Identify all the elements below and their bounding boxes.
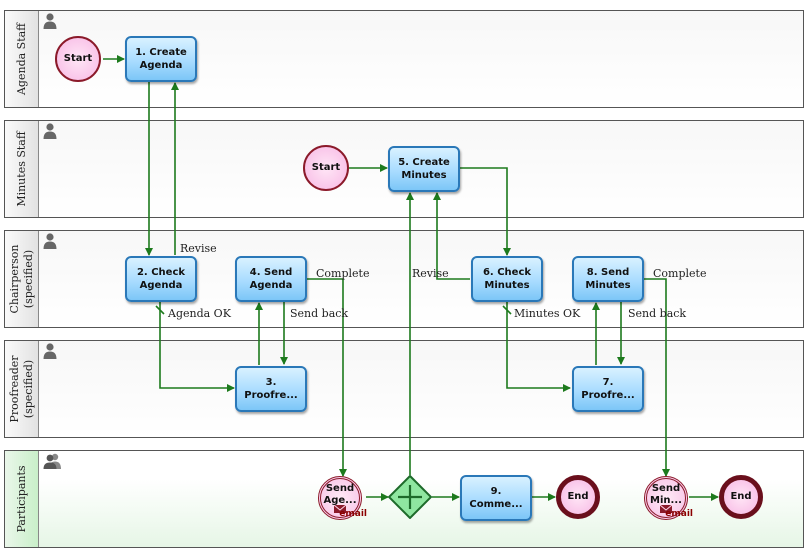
flow-label-revise: Revise (180, 242, 217, 255)
lane-header: Proofreader (specified) (5, 341, 39, 437)
lane-header: Agenda Staff (5, 11, 39, 107)
flow-task6-ok-to-task7 (506, 302, 571, 392)
start-event[interactable]: Start (55, 36, 101, 82)
task-send-minutes[interactable]: 8. Send Minutes (572, 256, 644, 302)
person-icon (43, 13, 57, 29)
default-flow-slash (155, 305, 165, 315)
lane-header: Minutes Staff (5, 121, 39, 217)
task-proofread-minutes[interactable]: 7. Proofre... (572, 366, 644, 412)
flow-task5-to-task6 (460, 167, 511, 256)
send-agenda-label: Send Age... (323, 483, 357, 506)
task-create-agenda[interactable]: 1. Create Agenda (125, 36, 197, 82)
flow-task2-ok-to-task3 (159, 302, 235, 392)
flow-label-minutes-ok: Minutes OK (514, 307, 581, 320)
flow-label-complete: Complete (653, 267, 707, 280)
flow-label-send-back: Send back (628, 307, 687, 320)
parallel-gateway[interactable] (388, 475, 432, 519)
email-tag: email (339, 509, 367, 519)
envelope-icon (660, 505, 672, 513)
end-event[interactable]: End (556, 475, 600, 519)
task-create-minutes[interactable]: 5. Create Minutes (388, 146, 460, 192)
flow-label-revise: Revise (412, 267, 449, 280)
lane-header: Participants (5, 451, 39, 547)
send-agenda-event[interactable]: Send Age... email (318, 476, 367, 520)
send-minutes-event[interactable]: Send Min... email (644, 476, 693, 520)
lane-proofreader: Proofreader (specified) (4, 340, 804, 438)
group-icon (43, 453, 61, 469)
flow-task6-revise-to-task5 (433, 192, 470, 280)
flow-task4-complete-to-send1 (307, 278, 347, 477)
task-check-agenda[interactable]: 2. Check Agenda (125, 256, 197, 302)
person-icon (43, 123, 57, 139)
person-icon (43, 233, 57, 249)
send-minutes-label: Send Min... (650, 483, 682, 506)
task-send-agenda[interactable]: 4. Send Agenda (235, 256, 307, 302)
person-icon (43, 343, 57, 359)
flow-label-complete: Complete (316, 267, 370, 280)
task-comment[interactable]: 9. Comme... (460, 475, 532, 521)
start-event[interactable]: Start (303, 145, 349, 191)
lane-header: Chairperson (specified) (5, 231, 39, 327)
task-check-minutes[interactable]: 6. Check Minutes (471, 256, 543, 302)
default-flow-slash (502, 305, 512, 315)
flow-task8-complete-to-send2 (644, 278, 670, 477)
flow-label-agenda-ok: Agenda OK (168, 307, 231, 320)
envelope-icon (334, 505, 346, 513)
task-proofread-agenda[interactable]: 3. Proofre... (235, 366, 307, 412)
email-tag: email (665, 509, 693, 519)
end-event[interactable]: End (719, 475, 763, 519)
flow-label-send-back: Send back (290, 307, 349, 320)
